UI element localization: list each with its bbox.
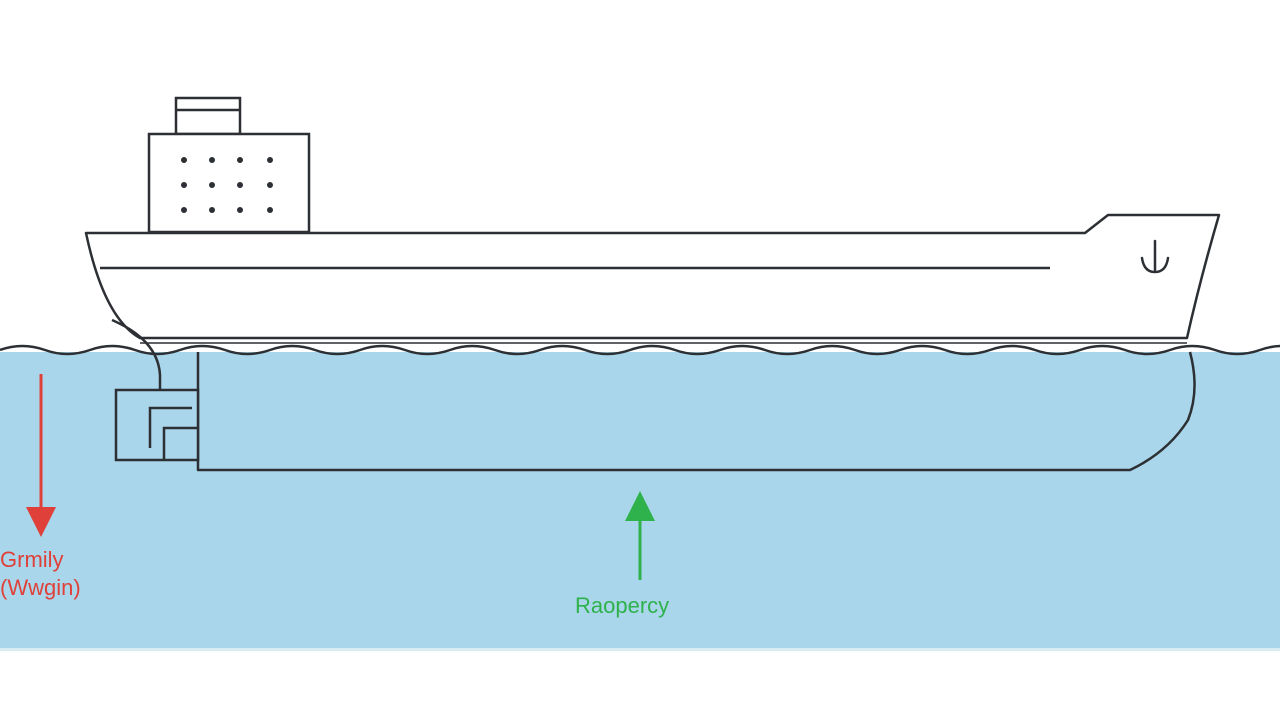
gravity-label-line2: (Wwgin) bbox=[0, 575, 81, 600]
window bbox=[267, 157, 273, 163]
window bbox=[181, 182, 187, 188]
window bbox=[209, 207, 215, 213]
rudder-box bbox=[114, 388, 200, 462]
water-surface-line bbox=[0, 344, 1280, 356]
bridge-block bbox=[147, 132, 311, 234]
hull-submerged bbox=[196, 351, 1196, 472]
window bbox=[237, 182, 243, 188]
bridge-windows bbox=[181, 157, 273, 213]
window bbox=[237, 157, 243, 163]
window bbox=[181, 207, 187, 213]
window bbox=[237, 207, 243, 213]
hull-upper bbox=[84, 213, 1221, 340]
window bbox=[209, 157, 215, 163]
window bbox=[209, 182, 215, 188]
stern-curve bbox=[111, 318, 162, 445]
gravity-label: Grmily (Wwgin) bbox=[0, 546, 81, 602]
window bbox=[267, 182, 273, 188]
window bbox=[267, 207, 273, 213]
funnel bbox=[174, 96, 242, 136]
gravity-label-line1: Grmily bbox=[0, 547, 64, 572]
anchor-icon bbox=[1140, 239, 1170, 274]
window bbox=[181, 157, 187, 163]
ship-superstructure bbox=[147, 96, 311, 234]
water-bottom-edge bbox=[0, 648, 1280, 651]
buoyancy-label: Raopercy bbox=[575, 593, 670, 618]
